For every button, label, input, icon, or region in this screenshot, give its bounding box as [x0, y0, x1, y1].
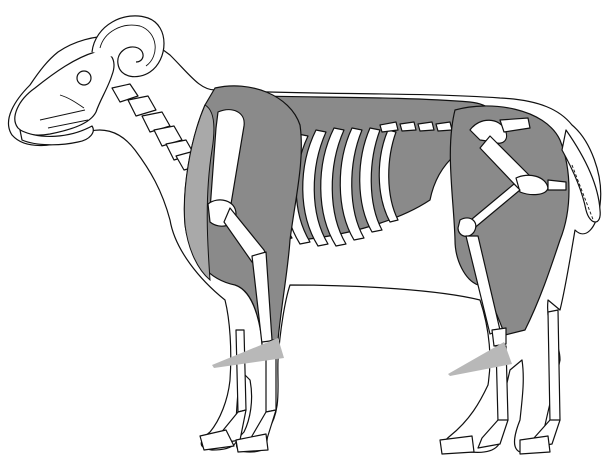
- eye-socket: [77, 71, 91, 85]
